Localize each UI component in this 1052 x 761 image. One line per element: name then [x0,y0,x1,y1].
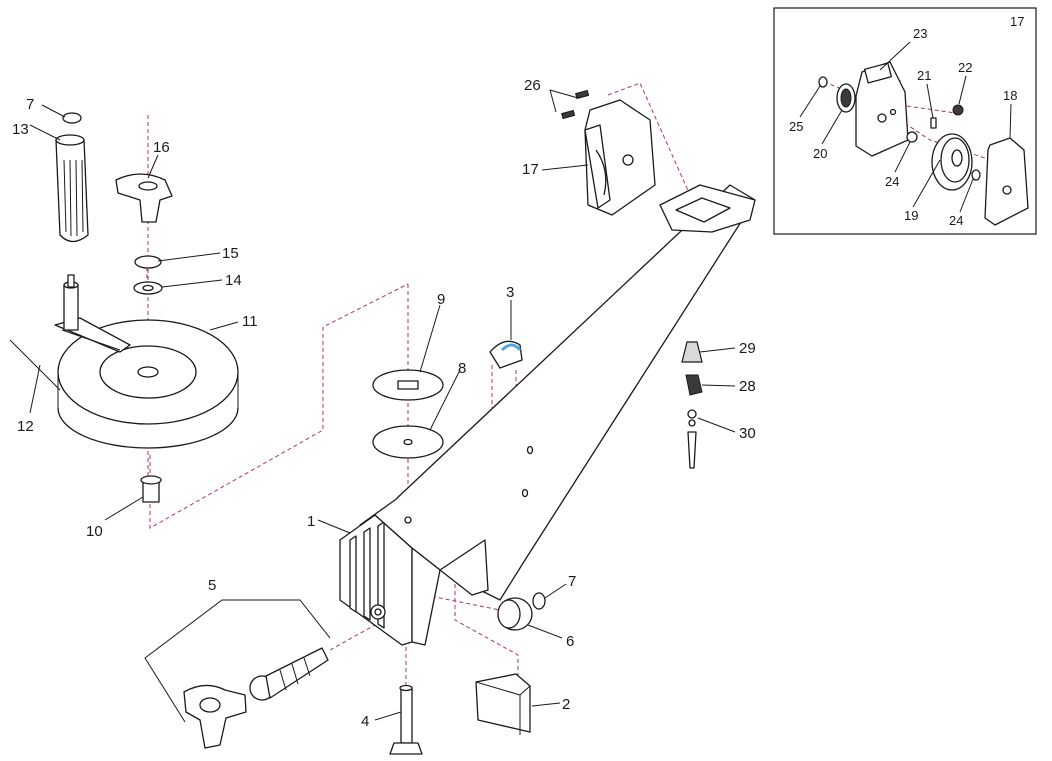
washer-9 [372,369,444,401]
callout-6: 6 [566,633,574,650]
callout-4: 4 [361,713,369,730]
callout-16: 16 [153,139,170,156]
callout-12: 12 [17,418,34,435]
callout-28: 28 [739,378,756,395]
inset-label: 17 [1010,14,1024,29]
hook-28 [685,374,703,396]
block-2 [475,673,531,735]
swivel-30 [687,409,697,469]
callouts: 7 13 16 15 14 11 12 10 9 8 3 26 17 1 7 6… [12,77,756,730]
callout-21: 21 [917,68,931,83]
callout-23: 23 [913,26,927,41]
callout-1: 1 [307,513,315,530]
roller-bracket-17 [561,89,656,216]
callout-20: 20 [813,146,827,161]
washer-15 [134,255,162,269]
washer-7-top [62,112,82,124]
callout-11: 11 [242,313,258,330]
callout-26: 26 [524,77,541,94]
washer-7-side [532,592,546,610]
callout-25: 25 [789,119,803,134]
callout-8: 8 [458,360,466,377]
inset-detail-box: 17 [773,7,1037,235]
bushing-10 [140,475,162,503]
callout-5: 5 [208,577,216,594]
callout-17: 17 [522,161,539,178]
callout-19: 19 [904,208,918,223]
pulley-wheel [54,274,239,449]
callout-10: 10 [86,523,103,540]
clip-3 [489,340,523,369]
knob-assembly-5 [183,647,329,749]
wing-knob-16 [115,173,173,223]
callout-9: 9 [437,291,445,308]
callout-24-left: 24 [885,174,899,189]
cone-29 [681,341,703,363]
callout-29: 29 [739,340,756,357]
bolt-4 [389,684,423,755]
main-arm [339,184,756,646]
leader-lines [9,89,736,723]
callout-7-side: 7 [568,573,576,590]
callout-3: 3 [506,284,514,301]
roller-6 [497,597,533,631]
callout-2: 2 [562,696,570,713]
callout-22: 22 [958,60,972,75]
callout-14: 14 [225,272,242,289]
callout-15: 15 [222,245,239,262]
callout-30: 30 [739,425,756,442]
callout-18: 18 [1003,88,1017,103]
handle-grip [55,134,89,243]
callout-7-top: 7 [26,96,34,113]
washer-8 [372,425,444,459]
callout-24-right: 24 [949,213,963,228]
callout-13: 13 [12,121,29,138]
